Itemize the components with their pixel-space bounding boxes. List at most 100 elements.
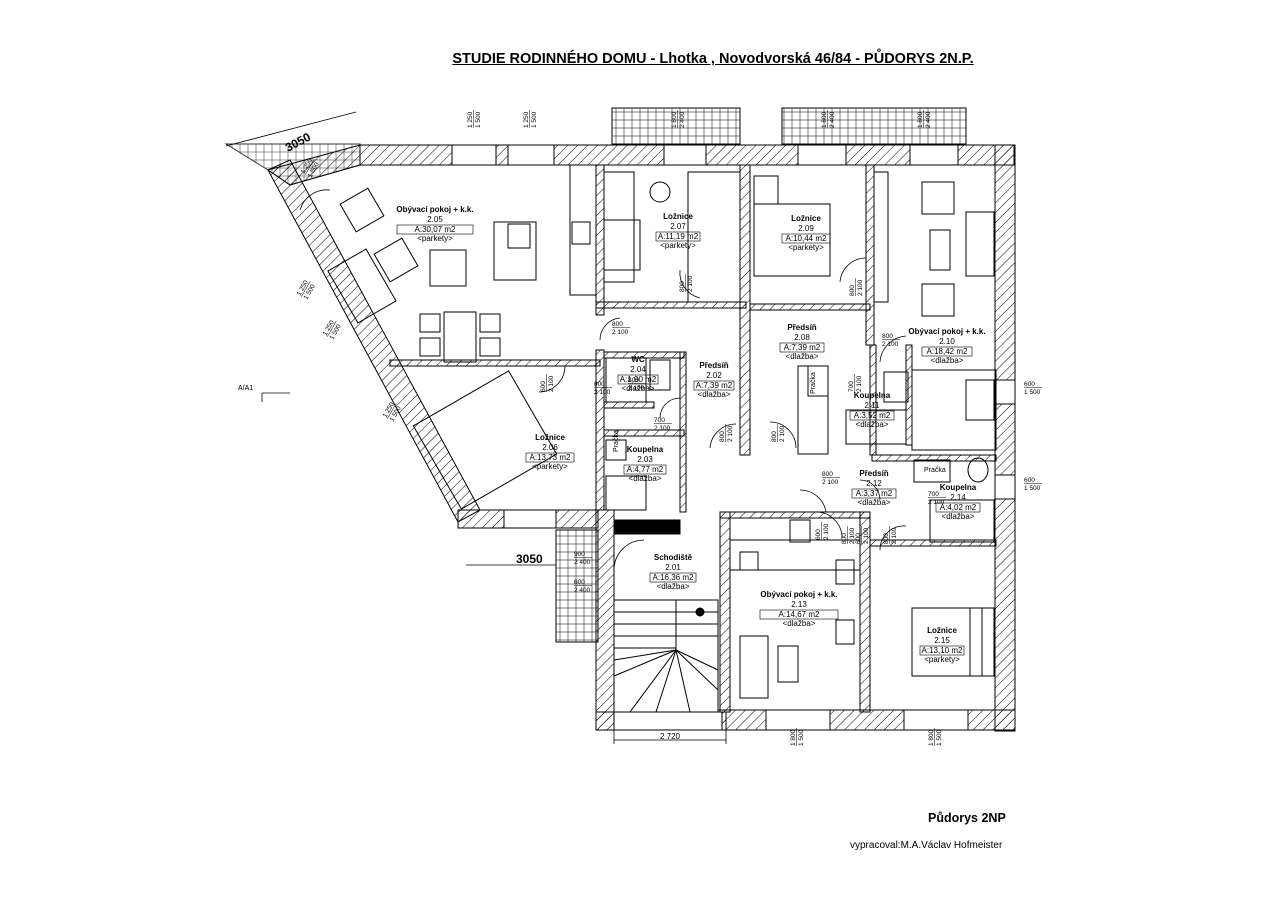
room-floor: <parkety> <box>788 243 824 252</box>
room-number: 2.15 <box>934 636 950 645</box>
window-mark-top-value: 1 800 <box>917 111 924 128</box>
window-mark-divider <box>301 281 311 297</box>
window-mark-top-value: 1 800 <box>928 729 935 746</box>
door-mark-top-value: 600 <box>855 533 862 544</box>
appliance-labels: Pračka Pračka Pračka <box>613 372 946 474</box>
room-floor: <dlažba> <box>657 582 690 591</box>
window-mark-bottom-value: 2 400 <box>829 111 836 128</box>
room-number: 2.09 <box>798 224 814 233</box>
door-mark-top-value: 800 <box>719 431 726 442</box>
door-mark-top-value: 800 <box>849 285 856 296</box>
room-number: 2.03 <box>637 455 653 464</box>
washer-label: Pračka <box>613 430 620 452</box>
room-name: Koupelna <box>854 391 891 400</box>
door-mark-top-value: 800 <box>883 533 890 544</box>
door-mark-bottom-value: 2 100 <box>654 425 671 432</box>
room-name: Ložnice <box>927 626 957 635</box>
room-name: Koupelna <box>627 445 664 454</box>
window-mark-top-value: 900 <box>574 551 585 558</box>
door-mark-bottom-value: 2 100 <box>857 279 864 296</box>
room-floor: <dlažba> <box>931 356 964 365</box>
door-mark-bottom-value: 2 100 <box>628 385 645 392</box>
door-mark-bottom-value: 2 100 <box>928 499 945 506</box>
room-name: Obývací pokoj + k.k. <box>760 590 837 599</box>
door-mark-bottom-value: 2 100 <box>823 523 830 540</box>
windows <box>451 144 1016 731</box>
room-area: A:13,10 m2 <box>922 646 963 655</box>
room-number: 2.08 <box>794 333 810 342</box>
window-mark-bottom-value: 1 500 <box>531 111 538 128</box>
window-mark-top-value: 600 <box>1024 477 1035 484</box>
washer-label: Pračka <box>924 467 946 474</box>
room-floor: <parkety> <box>924 655 960 664</box>
room-name: Ložnice <box>663 212 693 221</box>
room-labels: Obývací pokoj + k.k. 2.05 A:30,07 m2 <pa… <box>396 205 985 664</box>
room-2-07: Ložnice 2.07 A:11,19 m2 <parkety> <box>655 212 701 250</box>
room-name: WC <box>631 355 645 364</box>
room-floor: <dlažba> <box>786 352 819 361</box>
author-credit: vypracoval:M.A.Václav Hofmeister <box>850 840 1003 851</box>
room-area: A:30,07 m2 <box>415 225 456 234</box>
room-2-11: Koupelna 2.11 A:3,52 m2 <dlažba> <box>849 391 895 429</box>
room-area: A:4,02 m2 <box>940 503 977 512</box>
door-mark-bottom-value: 2 100 <box>849 527 856 544</box>
room-2-08: Předsíň 2.08 A:7,39 m2 <dlažba> <box>779 323 825 361</box>
room-floor: <dlažba> <box>629 474 662 483</box>
room-2-01: Schodiště 2.01 A:16,36 m2 <dlažba> <box>649 553 697 591</box>
window-mark-top-value: 1 800 <box>790 729 797 746</box>
door-mark-top-value: 800 <box>628 377 639 384</box>
room-name: Ložnice <box>791 214 821 223</box>
room-floor: <dlažba> <box>856 420 889 429</box>
door-mark-bottom-value: 2 100 <box>779 425 786 442</box>
room-name: Předsíň <box>859 469 888 478</box>
room-number: 2.10 <box>939 337 955 346</box>
door-mark-top-value: 800 <box>841 533 848 544</box>
room-floor: <dlažba> <box>783 619 816 628</box>
room-name: Obývací pokoj + k.k. <box>908 327 985 336</box>
window-mark-top-value: 1 800 <box>671 111 678 128</box>
room-area: A:14,67 m2 <box>779 610 820 619</box>
room-name: Obývací pokoj + k.k. <box>396 205 473 214</box>
door-mark-top-value: 800 <box>882 333 893 340</box>
window-mark-top-value: 600 <box>574 579 585 586</box>
door-mark-bottom-value: 2 100 <box>822 479 839 486</box>
room-2-05: Obývací pokoj + k.k. 2.05 A:30,07 m2 <pa… <box>396 205 473 243</box>
room-number: 2.12 <box>866 479 882 488</box>
room-floor: <parkety> <box>532 462 568 471</box>
door-mark-top-value: 600 <box>540 381 547 392</box>
window-mark-divider <box>305 159 315 175</box>
room-2-04: WC 2.04 A:1,90 m2 <dlažba> <box>617 355 659 393</box>
door-mark-bottom-value: 2 100 <box>612 329 629 336</box>
washer-label: Pračka <box>810 372 817 394</box>
room-number: 2.07 <box>670 222 686 231</box>
room-floor: <dlažba> <box>622 384 655 393</box>
room-number: 2.11 <box>865 401 881 410</box>
door-mark-top-value: 800 <box>594 381 605 388</box>
door-mark-bottom-value: 2 100 <box>594 389 611 396</box>
room-2-10: Obývací pokoj + k.k. 2.10 A:18,42 m2 <dl… <box>908 327 985 365</box>
room-floor: <parkety> <box>417 234 453 243</box>
room-area: A:16,36 m2 <box>653 573 694 582</box>
room-name: Předsíň <box>787 323 816 332</box>
window-mark-top-value: 600 <box>1024 381 1035 388</box>
